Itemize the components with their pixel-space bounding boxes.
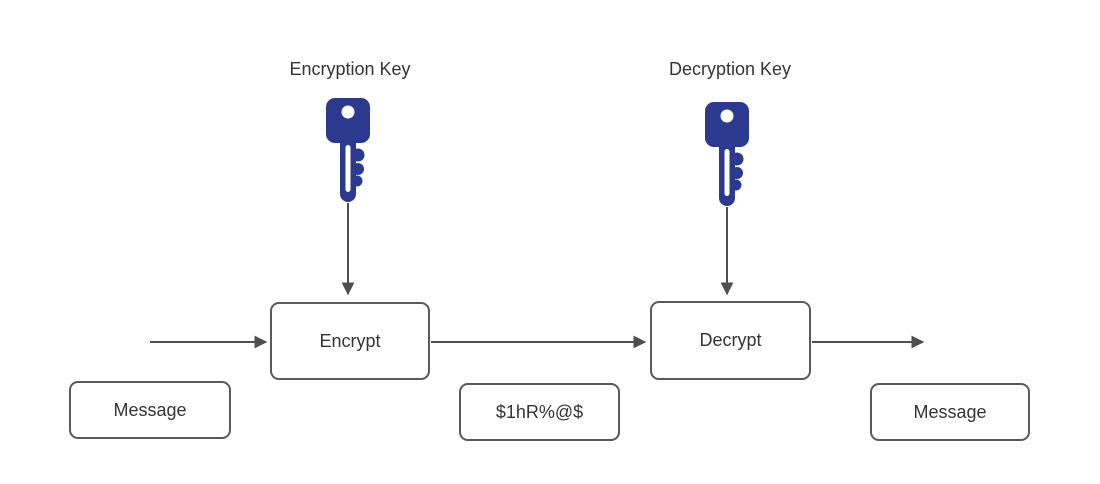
decryption-key-label: Decryption Key	[668, 59, 792, 79]
decryption-key-icon	[705, 102, 749, 206]
ciphertext-label: $1hR%@$	[495, 401, 584, 422]
ciphertext-node: $1hR%@$	[459, 383, 620, 441]
encrypt-node: Encrypt	[270, 302, 430, 380]
encryption-key-label: Encryption Key	[289, 59, 411, 79]
message-input-label: Message	[113, 399, 187, 420]
encrypt-node-label: Encrypt	[319, 330, 381, 351]
message-output-label: Message	[913, 401, 987, 422]
message-input-node: Message	[69, 381, 231, 439]
decrypt-node: Decrypt	[650, 301, 811, 380]
message-output-node: Message	[870, 383, 1030, 441]
decrypt-node-label: Decrypt	[699, 330, 762, 350]
encryption-key-icon	[326, 98, 370, 202]
